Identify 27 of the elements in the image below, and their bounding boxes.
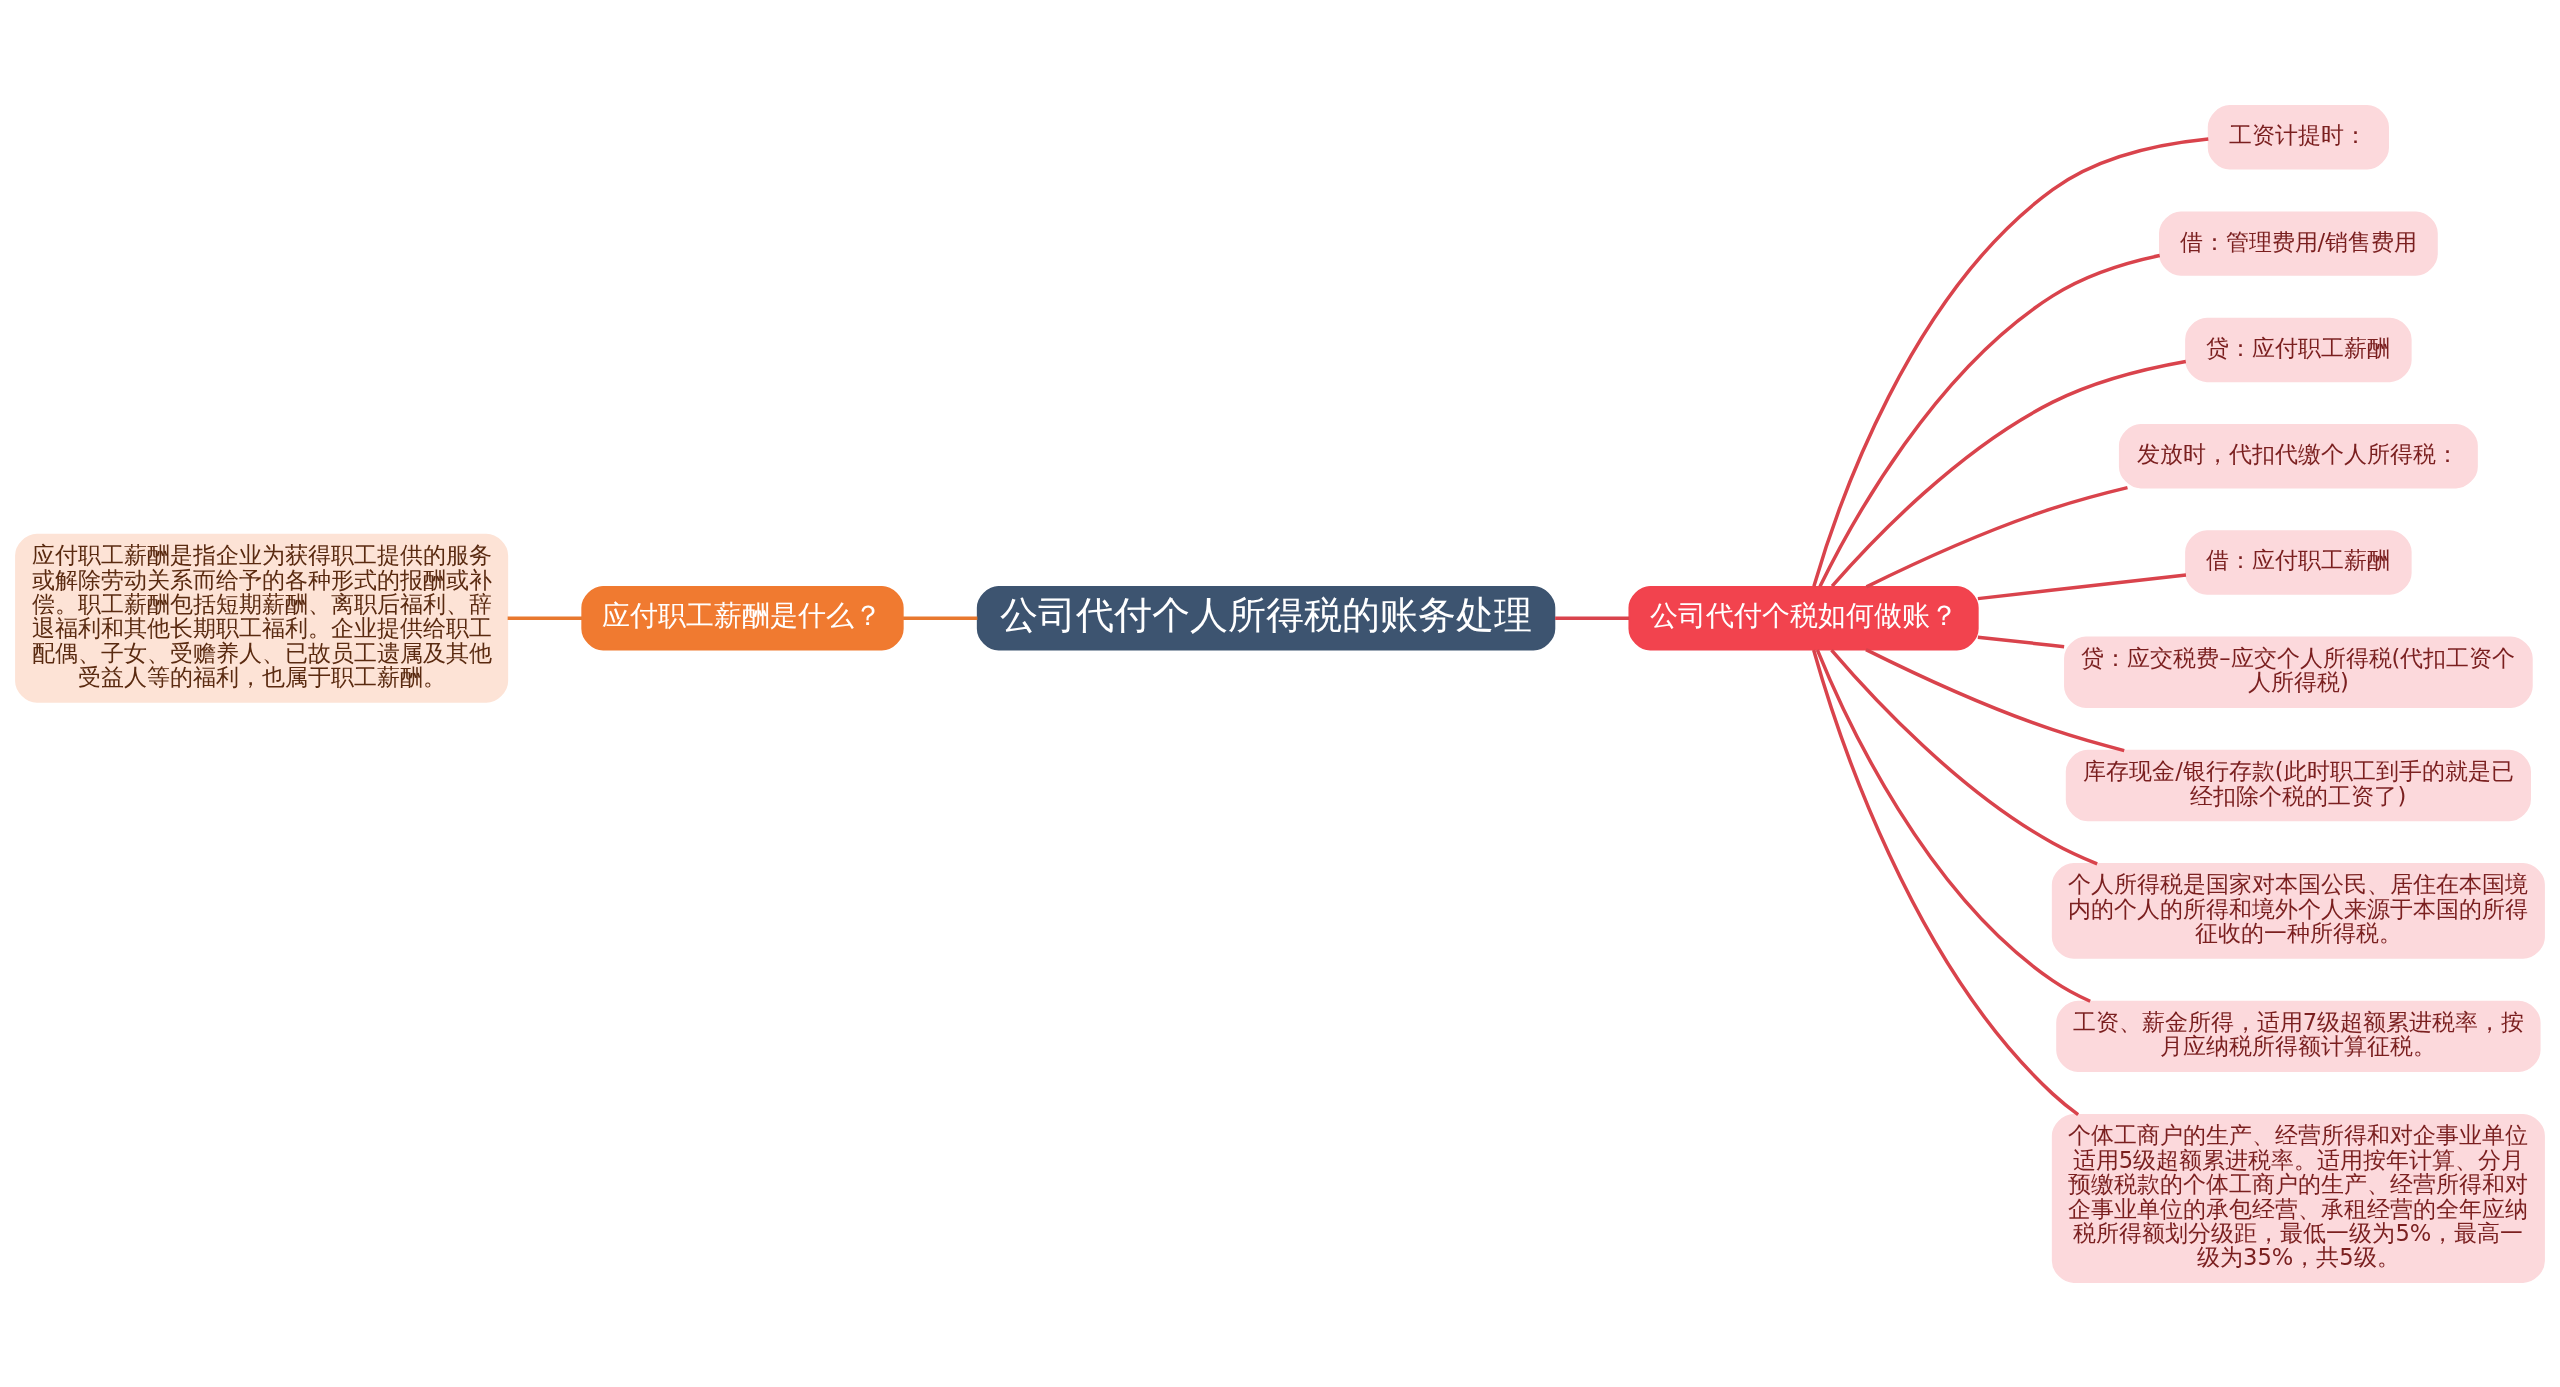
connector: [507, 615, 582, 620]
connector: [1812, 136, 2209, 587]
node-box: 借：管理费用/销售费用: [2159, 210, 2438, 276]
node-box: 借：应付职工薪酬: [2185, 529, 2412, 595]
connector: [1830, 648, 2098, 865]
connector: [1865, 647, 2125, 752]
connector: [1812, 649, 2080, 1116]
connector: [903, 615, 978, 620]
node-box: 公司代付个税如何做账？: [1628, 585, 1979, 650]
node-box: 应付职工薪酬是什么？: [581, 585, 904, 650]
node-box: 发放时，代扣代缴个人所得税：: [2118, 423, 2478, 488]
node-box: 贷：应交税费–应交个人所得税(代扣工资个人所得税): [2064, 636, 2533, 708]
connector: [1555, 615, 1630, 620]
node-box: 库存现金/银行存款(此时职工到手的就是已经扣除个税的工资了): [2065, 749, 2531, 821]
connector: [1830, 359, 2187, 587]
node-box: 贷：应付职工薪酬: [2185, 317, 2412, 382]
connector: [1977, 634, 2065, 648]
node-box: 个体工商户的生产、经营所得和对企事业单位适用5级超额累进税率。适用按年计算、分月预缴税款的个体工商户的生产、经营所得和对企事业单位的承包经营、承租经营的全年应纳税所得额划分级距，最低一级为5%，最高一级为35%，共5级。: [2051, 1113, 2545, 1283]
node-box: 工资计提时：: [2207, 104, 2389, 170]
connector: [1865, 485, 2128, 588]
node-box: 应付职工薪酬是指企业为获得职工提供的服务或解除劳动关系而给予的各种形式的报酬或补偿。职工薪酬包括短期薪酬、离职后福利、辞退福利和其他长期职工福利。企业提供给职工配偶、子女、受赡养人、已故员工遗属及其他受益人等的福利，也属于职工薪酬。: [15, 533, 509, 703]
node-box: 个人所得税是国家对本国公民、居住在本国境内的个人的所得和境外个人来源于本国的所得征收的一种所得税。: [2051, 862, 2545, 959]
connector: [1977, 572, 2187, 600]
connector: [1815, 648, 2091, 1003]
connector: [1818, 253, 2161, 587]
node-box: 公司代付个人所得税的账务处理: [976, 585, 1556, 650]
node-box: 工资、薪金所得，适用7级超额累进税率，按月应纳税所得额计算征税。: [2056, 1000, 2541, 1072]
